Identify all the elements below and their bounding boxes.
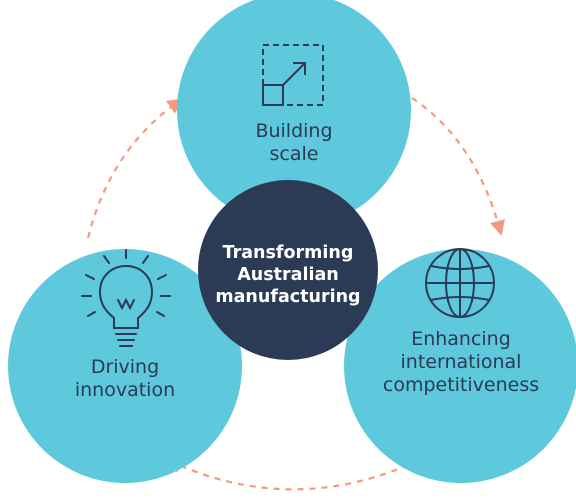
label-building-scale-line1: Building <box>255 120 333 142</box>
label-enhancing-line3: competitiveness <box>382 373 540 396</box>
arrow-scale-to-competitiveness <box>411 97 505 236</box>
arrow-innovation-to-scale <box>86 98 184 239</box>
label-driving-line1: Driving <box>90 356 160 378</box>
label-building-scale: Building scale <box>214 120 374 166</box>
label-enhancing-line1: Enhancing <box>411 328 511 350</box>
label-driving-line2: innovation <box>74 378 176 401</box>
center-circle <box>198 180 378 360</box>
node-circle-enhancing-competitiveness <box>344 249 576 483</box>
scale-arrow-icon <box>262 44 324 106</box>
arrow-competitiveness-to-innovation <box>166 454 431 491</box>
label-driving-innovation: Driving innovation <box>45 356 205 402</box>
lightbulb-icon <box>81 249 171 347</box>
center-label: Transforming Australian manufacturing <box>215 243 361 307</box>
node-circle-driving-innovation <box>8 249 242 483</box>
globe-icon <box>425 248 495 318</box>
label-building-scale-line2: scale <box>269 142 319 165</box>
label-enhancing-competitiveness: Enhancing international competitiveness <box>371 328 551 396</box>
label-enhancing-line2: international <box>400 350 522 373</box>
node-circle-building-scale <box>177 0 411 227</box>
